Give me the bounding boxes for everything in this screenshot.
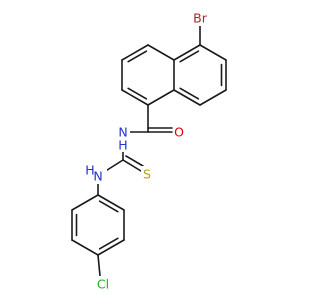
bond-line	[173, 89, 201, 106]
bond-line	[173, 44, 201, 61]
bond-line	[199, 44, 227, 61]
sulfur-label: S	[143, 167, 151, 182]
oxygen-label: O	[174, 125, 184, 140]
bond-line	[127, 50, 148, 63]
bond-line	[121, 44, 149, 61]
bond-line	[147, 44, 175, 61]
bromine-label: Br	[193, 11, 208, 26]
bond-line	[103, 159, 124, 173]
oxygen-atom: O	[173, 124, 187, 140]
bond-line	[71, 194, 99, 211]
bond-line	[98, 200, 119, 213]
bromine-atom: Br	[190, 10, 212, 26]
sulfur-atom: S	[141, 166, 153, 182]
amide-nitrogen-label: N	[118, 125, 127, 140]
bond-line	[97, 194, 125, 211]
molecule-structure: Br O N H S H N Cl	[71, 10, 227, 292]
bond-line	[179, 87, 200, 100]
bond-line	[147, 89, 175, 106]
bond-line	[127, 87, 148, 100]
bond-line	[199, 89, 227, 106]
bond-line	[125, 155, 144, 167]
chlorine-atom: Cl	[92, 276, 114, 292]
amide-hydrogen-label: H	[118, 138, 127, 153]
bond-line	[97, 239, 125, 256]
chlorine-label: Cl	[97, 277, 109, 292]
aryl-nh-group: H N	[85, 162, 107, 184]
bond-line	[97, 254, 101, 277]
atom-labels: Br O N H S H N Cl	[85, 10, 212, 292]
amide-nh-group: N H	[116, 124, 130, 153]
bond-line	[122, 159, 142, 172]
bond-line	[71, 239, 99, 256]
bond-line	[98, 237, 119, 250]
bond-line	[121, 89, 149, 106]
bond-line	[179, 50, 200, 63]
aryl-nitrogen-label: N	[93, 169, 102, 184]
bonds	[71, 25, 227, 277]
aryl-hydrogen-label: H	[85, 163, 94, 178]
